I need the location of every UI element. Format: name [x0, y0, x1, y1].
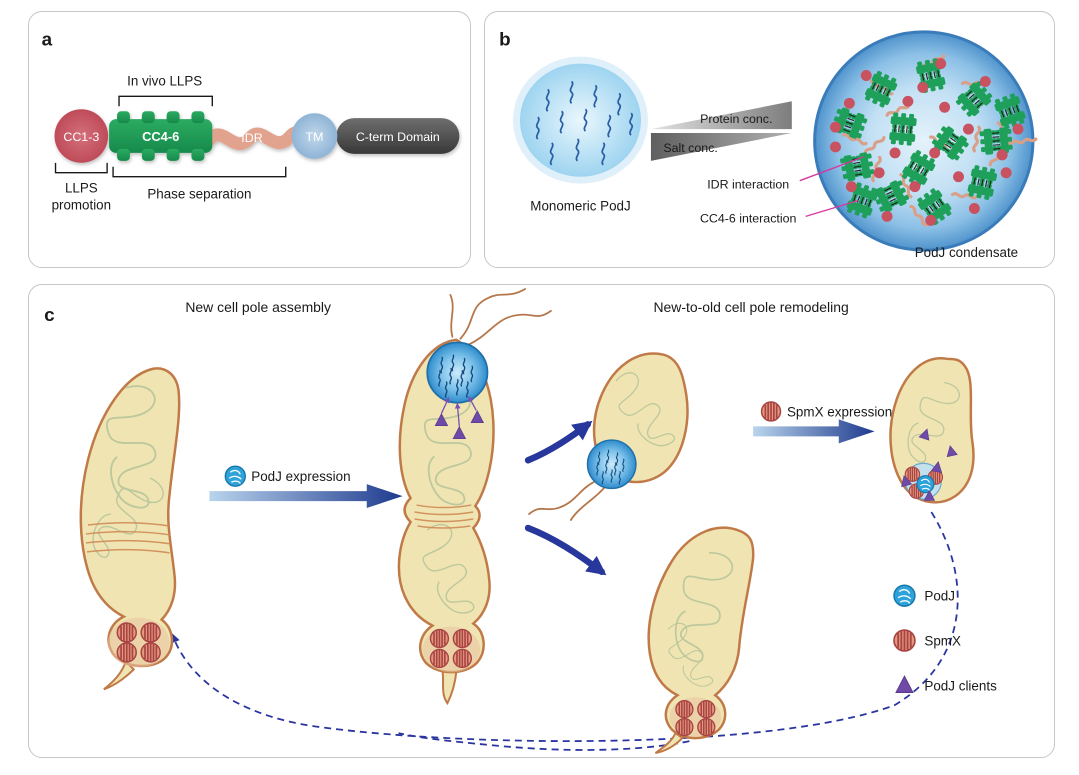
legend-spmx-label: SpmX	[924, 633, 961, 648]
cc13-domain-shape	[54, 109, 109, 163]
cc46-domain-label: CC4-6	[142, 129, 179, 144]
panel-c-canvas: c New cell pole assembly New-to-old cell…	[44, 288, 997, 754]
legend-spmx-icon	[893, 629, 916, 652]
panel-a: a In vivo LLPS CC1-3 CC4-6 IDR TM	[28, 11, 471, 268]
salt-conc-label: Salt conc.	[663, 141, 717, 155]
podj-expression-label: PodJ expression	[251, 469, 350, 484]
cycle-return-dashed-arrow	[170, 511, 959, 742]
cell3-flagella	[528, 479, 606, 521]
cell1-body	[79, 367, 181, 668]
division-branch-arrow-up	[524, 420, 593, 464]
monomeric-podj-label: Monomeric PodJ	[530, 198, 630, 213]
llps-promotion-label-line2: promotion	[52, 197, 111, 212]
cell2-flagella	[449, 288, 552, 346]
tm-domain-shape	[291, 113, 338, 159]
phase-separation-label: Phase separation	[147, 187, 251, 202]
cell2-podj-condensate	[427, 343, 487, 403]
cell4-pole-complex	[898, 460, 944, 501]
cell-predivisional-middle	[397, 288, 552, 706]
cycle-return-dashed-branch	[398, 732, 690, 751]
panel-a-label: a	[42, 29, 53, 50]
monomeric-podj-blob	[513, 56, 648, 184]
cell3-podj-condensate	[588, 440, 636, 488]
in-vivo-llps-label: In vivo LLPS	[127, 73, 202, 88]
cell-swarmer-upper	[528, 352, 689, 521]
podj-icon	[224, 465, 246, 487]
panel-c-label: c	[44, 305, 55, 326]
cell2-client-recruitment	[434, 395, 484, 439]
cell5-stalk	[654, 731, 684, 754]
domain-diagram	[54, 109, 460, 163]
protein-conc-wedge	[650, 101, 792, 130]
in-vivo-llps-bracket	[118, 95, 213, 107]
cell2-septum-rings	[414, 504, 474, 529]
spmx-expression-step: SpmX expression	[753, 401, 892, 444]
heading-new-cell-pole-assembly: New cell pole assembly	[185, 299, 331, 315]
idr-domain-label: IDR	[241, 131, 262, 145]
podj-expression-step: PodJ expression	[209, 465, 403, 509]
cell-stalked-left	[79, 367, 181, 691]
cell5-body	[647, 526, 755, 740]
podj-condensate-graphic	[813, 30, 1038, 252]
spmx-expression-label: SpmX expression	[787, 404, 892, 419]
legend: PodJ SpmX PodJ clients	[893, 584, 997, 693]
llps-promotion-label-line1: LLPS	[65, 181, 98, 196]
cell-remodeled-right	[889, 357, 975, 504]
cell2-stalk	[441, 668, 458, 706]
cell1-stalk	[103, 659, 136, 691]
podj-expression-arrow	[209, 484, 403, 509]
cell1-pole-bulb	[107, 617, 170, 668]
heading-new-to-old-remodeling: New-to-old cell pole remodeling	[653, 299, 848, 315]
tm-domain-label: TM	[306, 130, 324, 144]
cc46-interaction-label: CC4-6 interaction	[700, 211, 797, 225]
panel-c: c New cell pole assembly New-to-old cell…	[28, 284, 1055, 758]
podj-icon	[916, 475, 935, 494]
cell-stalked-bottom	[647, 526, 755, 754]
cell4-body	[889, 357, 975, 504]
panel-a-canvas: a In vivo LLPS CC1-3 CC4-6 IDR TM	[42, 29, 460, 212]
cell2-pole-bulb	[422, 626, 481, 673]
spmx-icon	[760, 401, 782, 422]
cterm-domain-label: C-term Domain	[356, 130, 440, 144]
legend-podj-icon	[893, 584, 916, 607]
division-branch-arrow-down	[524, 524, 607, 576]
legend-podj-label: PodJ	[924, 589, 955, 604]
idr-interaction-pointer	[799, 156, 864, 182]
podj-condensate-label: PodJ condensate	[915, 245, 1018, 260]
idr-interaction-label: IDR interaction	[707, 178, 789, 192]
panel-b-canvas: b Monomeric	[499, 29, 1038, 260]
spmx-expression-arrow	[753, 419, 875, 444]
panel-b-label: b	[499, 29, 511, 50]
phase-separation-bracket	[112, 166, 287, 178]
legend-podj-clients-icon	[895, 675, 914, 693]
cterm-domain-shape	[336, 118, 460, 154]
concentration-gradient-wedges: Protein conc. Salt conc.	[650, 101, 792, 161]
protein-conc-label: Protein conc.	[700, 112, 772, 126]
cc46-interaction-pointer	[805, 199, 859, 218]
cc46-domain-shape	[109, 111, 213, 161]
cell1-division-rings	[85, 521, 171, 554]
llps-promotion-bracket	[54, 162, 108, 174]
legend-podj-clients-label: PodJ clients	[924, 678, 997, 693]
panel-b: b Monomeric	[484, 11, 1055, 268]
cc13-domain-label: CC1-3	[63, 130, 99, 144]
